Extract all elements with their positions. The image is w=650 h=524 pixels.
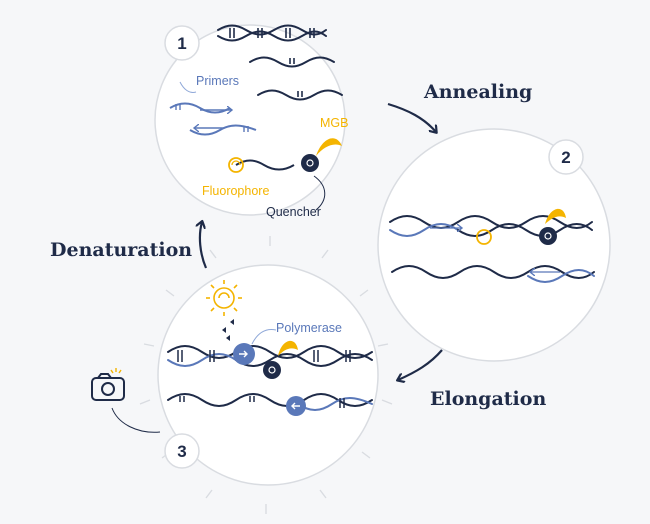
- step-1-circle: Primers MGB Fluorophore Quencher: [154, 24, 348, 219]
- camera-icon: [91, 373, 125, 401]
- primers-leader: [179, 81, 197, 93]
- polymerase-leader: [251, 329, 277, 345]
- light-rays: [139, 236, 393, 514]
- quencher-icon: [301, 154, 319, 172]
- step-2-badge: 2: [548, 139, 584, 175]
- elongating-dna: [167, 345, 373, 411]
- step-3-circle: Polymerase: [139, 236, 393, 514]
- mgb-icon: [545, 208, 566, 224]
- annealed-dna: [389, 215, 595, 283]
- primers: [169, 102, 257, 136]
- polymerase-label: Polymerase: [276, 321, 342, 335]
- mgb-icon: [316, 138, 342, 156]
- primers-label: Primers: [196, 74, 239, 88]
- quencher-label: Quencher: [266, 205, 321, 219]
- cleavage-marks: [222, 319, 234, 341]
- fluorophore-icon: [228, 157, 244, 173]
- svg-text:2: 2: [561, 148, 570, 167]
- annealing-title: Annealing: [423, 81, 532, 103]
- polymerase-icon: [233, 343, 255, 365]
- quencher-icon: [539, 227, 557, 245]
- fluorophore-label: Fluorophore: [202, 184, 269, 198]
- fluorophore-icon: [476, 229, 492, 245]
- quencher-icon: [263, 361, 281, 379]
- svg-text:1: 1: [177, 34, 186, 53]
- base-ticks: [229, 28, 315, 97]
- step-3-badge: 3: [164, 433, 200, 469]
- light-burst-icon: [206, 280, 242, 316]
- annealing-arrow-icon: [387, 102, 436, 132]
- probe-strand: [235, 159, 295, 171]
- elongation-arrow-icon: [398, 349, 443, 380]
- step-2-circle: [377, 128, 611, 362]
- camera-leader: [111, 407, 161, 433]
- svg-text:3: 3: [177, 442, 186, 461]
- mgb-label: MGB: [320, 116, 348, 130]
- denaturation-title: Denaturation: [50, 239, 192, 261]
- flash-icon: [110, 368, 122, 374]
- elongation-title: Elongation: [430, 388, 546, 410]
- quencher-leader: [313, 175, 326, 211]
- polymerase-icon: [286, 396, 306, 416]
- denaturation-arrow-icon: [200, 222, 208, 269]
- mgb-icon: [278, 340, 298, 356]
- base-ticks: [177, 350, 351, 408]
- step-1-badge: 1: [164, 25, 200, 61]
